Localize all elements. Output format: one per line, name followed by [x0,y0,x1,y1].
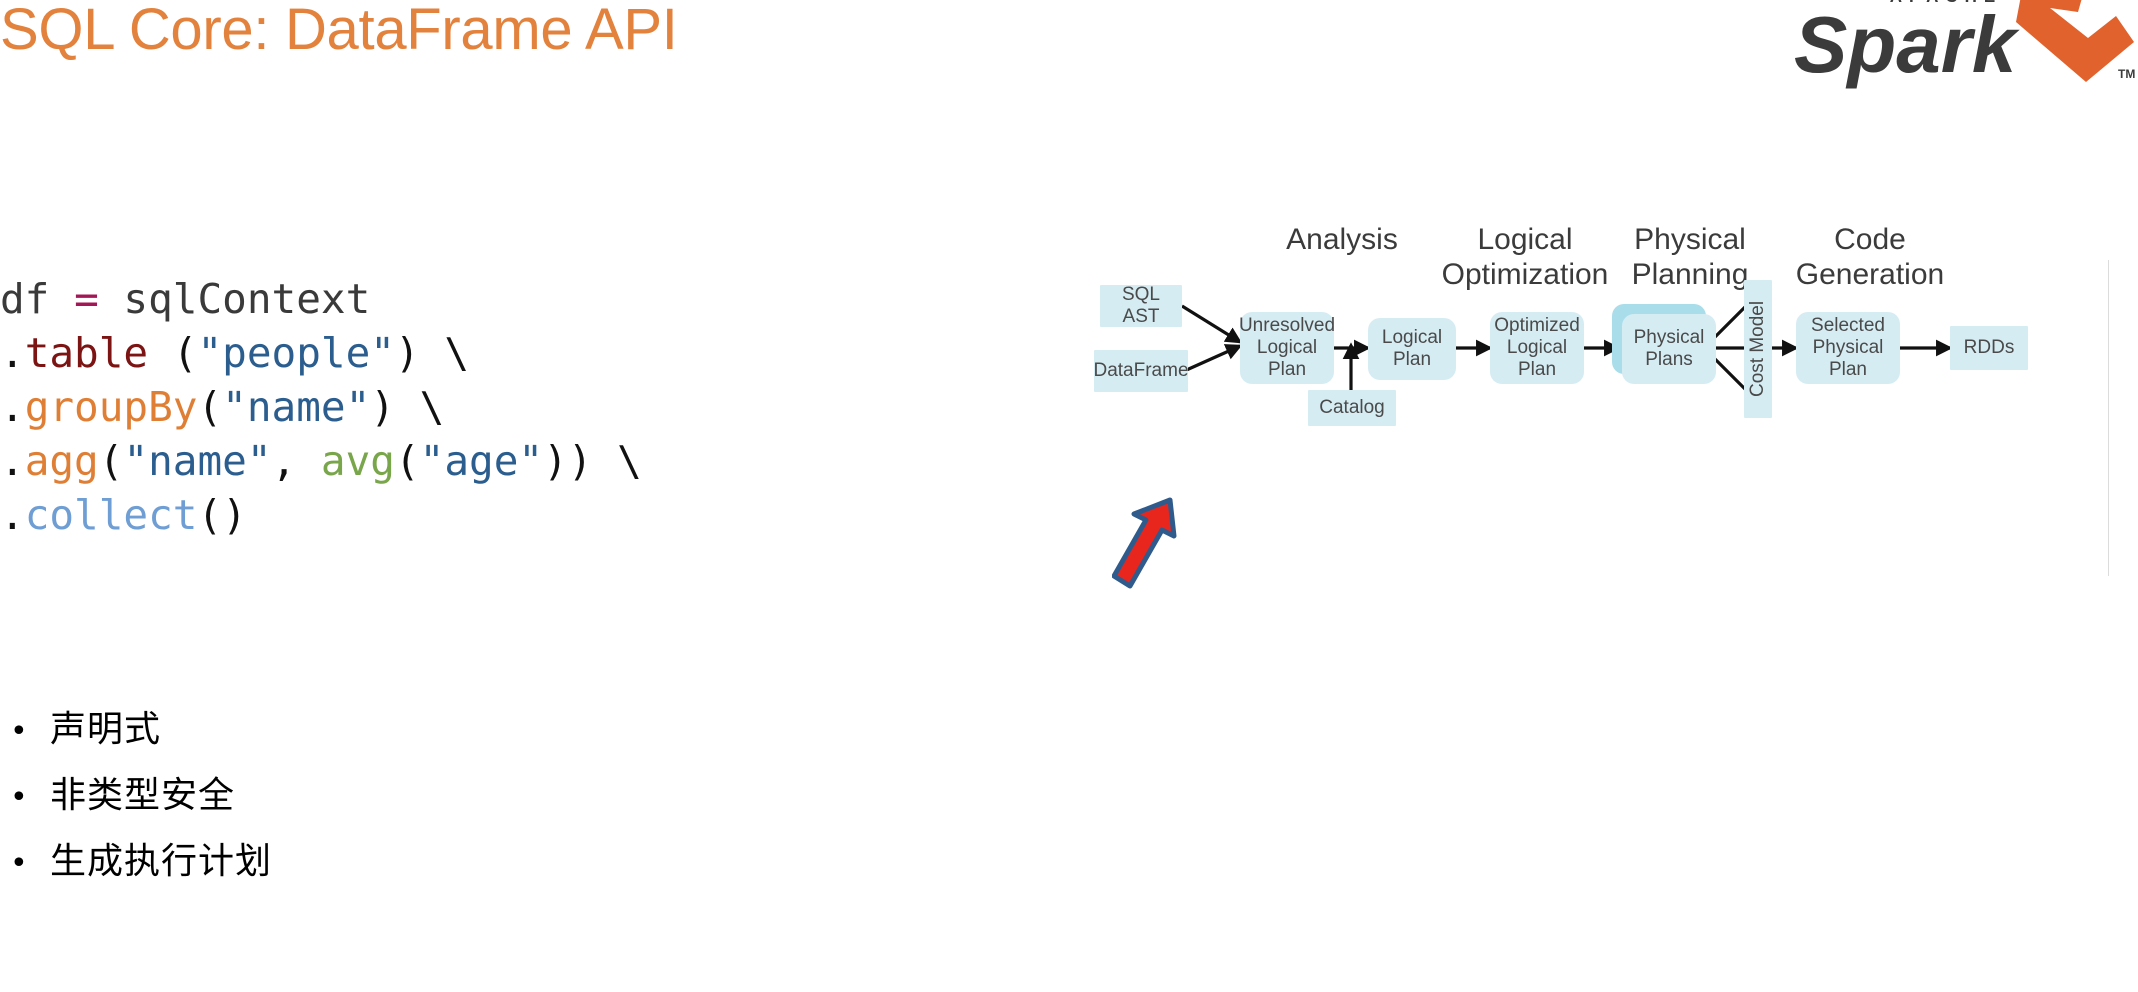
code-token: . [0,491,25,539]
code-line: .agg("name", avg("age")) \ [0,434,642,488]
code-token: ( [98,437,124,485]
phase-label-code-generation: Code Generation [1795,223,1945,292]
code-snippet: df = sqlContext.table ("people") \.group… [0,272,642,542]
bullet-dot-icon: • [10,846,28,881]
spark-swoosh-icon [2016,0,2134,82]
code-token: "name" [123,437,272,485]
node-rdds: RDDs [1950,326,2028,370]
node-physical-plans: Physical Plans [1622,314,1716,384]
code-token: "people" [197,329,395,377]
red-arrow-pointer [1111,490,1222,602]
diagram-right-rule [2108,260,2109,576]
apache-spark-logo: APACHE Spark TM [1786,0,2138,94]
phase-label-logical-optimization: Logical Optimization [1441,223,1609,292]
code-token: = [74,275,99,323]
bullet-dot-icon: • [10,780,28,815]
code-token: sqlContext [98,275,371,323]
code-token: ( [197,383,223,431]
code-token: )) \ [543,437,642,485]
code-token: table [24,329,149,377]
page-title: SQL Core: DataFrame API [0,0,678,62]
code-token: . [0,329,25,377]
code-token: "age" [419,437,544,485]
catalyst-pipeline-diagram: Analysis Logical Optimization Physical P… [1090,223,2138,589]
node-cost-model: Cost Model [1744,280,1772,418]
list-item-label: 非类型安全 [50,775,236,816]
code-token: , [271,437,321,485]
code-token: ) \ [370,383,445,431]
code-token: "name" [222,383,371,431]
code-line: .groupBy("name") \ [0,380,642,434]
apache-wordmark: APACHE [1890,0,2003,6]
list-item-label: 声明式 [50,709,162,750]
list-item: • 声明式 [6,700,272,766]
code-token: agg [24,437,99,485]
list-item: • 非类型安全 [6,766,272,832]
code-token: groupBy [24,383,198,431]
code-line: df = sqlContext [0,272,642,326]
node-unresolved-logical-plan: Unresolved Logical Plan [1239,312,1335,384]
code-line: .collect() [0,488,642,542]
phase-label-physical-planning: Physical Planning [1631,223,1749,292]
code-token: ( [148,329,198,377]
node-logical-plan: Logical Plan [1368,318,1456,380]
node-dataframe: DataFrame [1093,350,1189,392]
code-token: . [0,383,25,431]
list-item-label: 生成执行计划 [50,841,273,882]
code-token: () [197,491,247,539]
node-sql-ast: SQL AST [1100,284,1182,327]
code-token: . [0,437,25,485]
node-optimized-logical-plan: Optimized Logical Plan [1490,312,1584,384]
feature-bullet-list: • 声明式 • 非类型安全 • 生成执行计划 [6,700,272,898]
code-token: ) \ [394,329,470,377]
diagram-connectors [1181,302,1953,394]
spark-wordmark: Spark [1794,0,2020,89]
code-line: .table ("people") \ [0,326,642,380]
list-item: • 生成执行计划 [6,832,272,898]
node-selected-physical-plan: Selected Physical Plan [1796,312,1900,384]
trademark-symbol: TM [2118,67,2135,81]
phase-label-analysis: Analysis [1286,223,1398,256]
code-token: df [0,275,75,323]
code-token: ( [394,437,420,485]
node-catalog: Catalog [1308,390,1396,426]
code-token: collect [24,491,198,539]
bullet-dot-icon: • [10,714,28,749]
code-token: avg [320,437,395,485]
